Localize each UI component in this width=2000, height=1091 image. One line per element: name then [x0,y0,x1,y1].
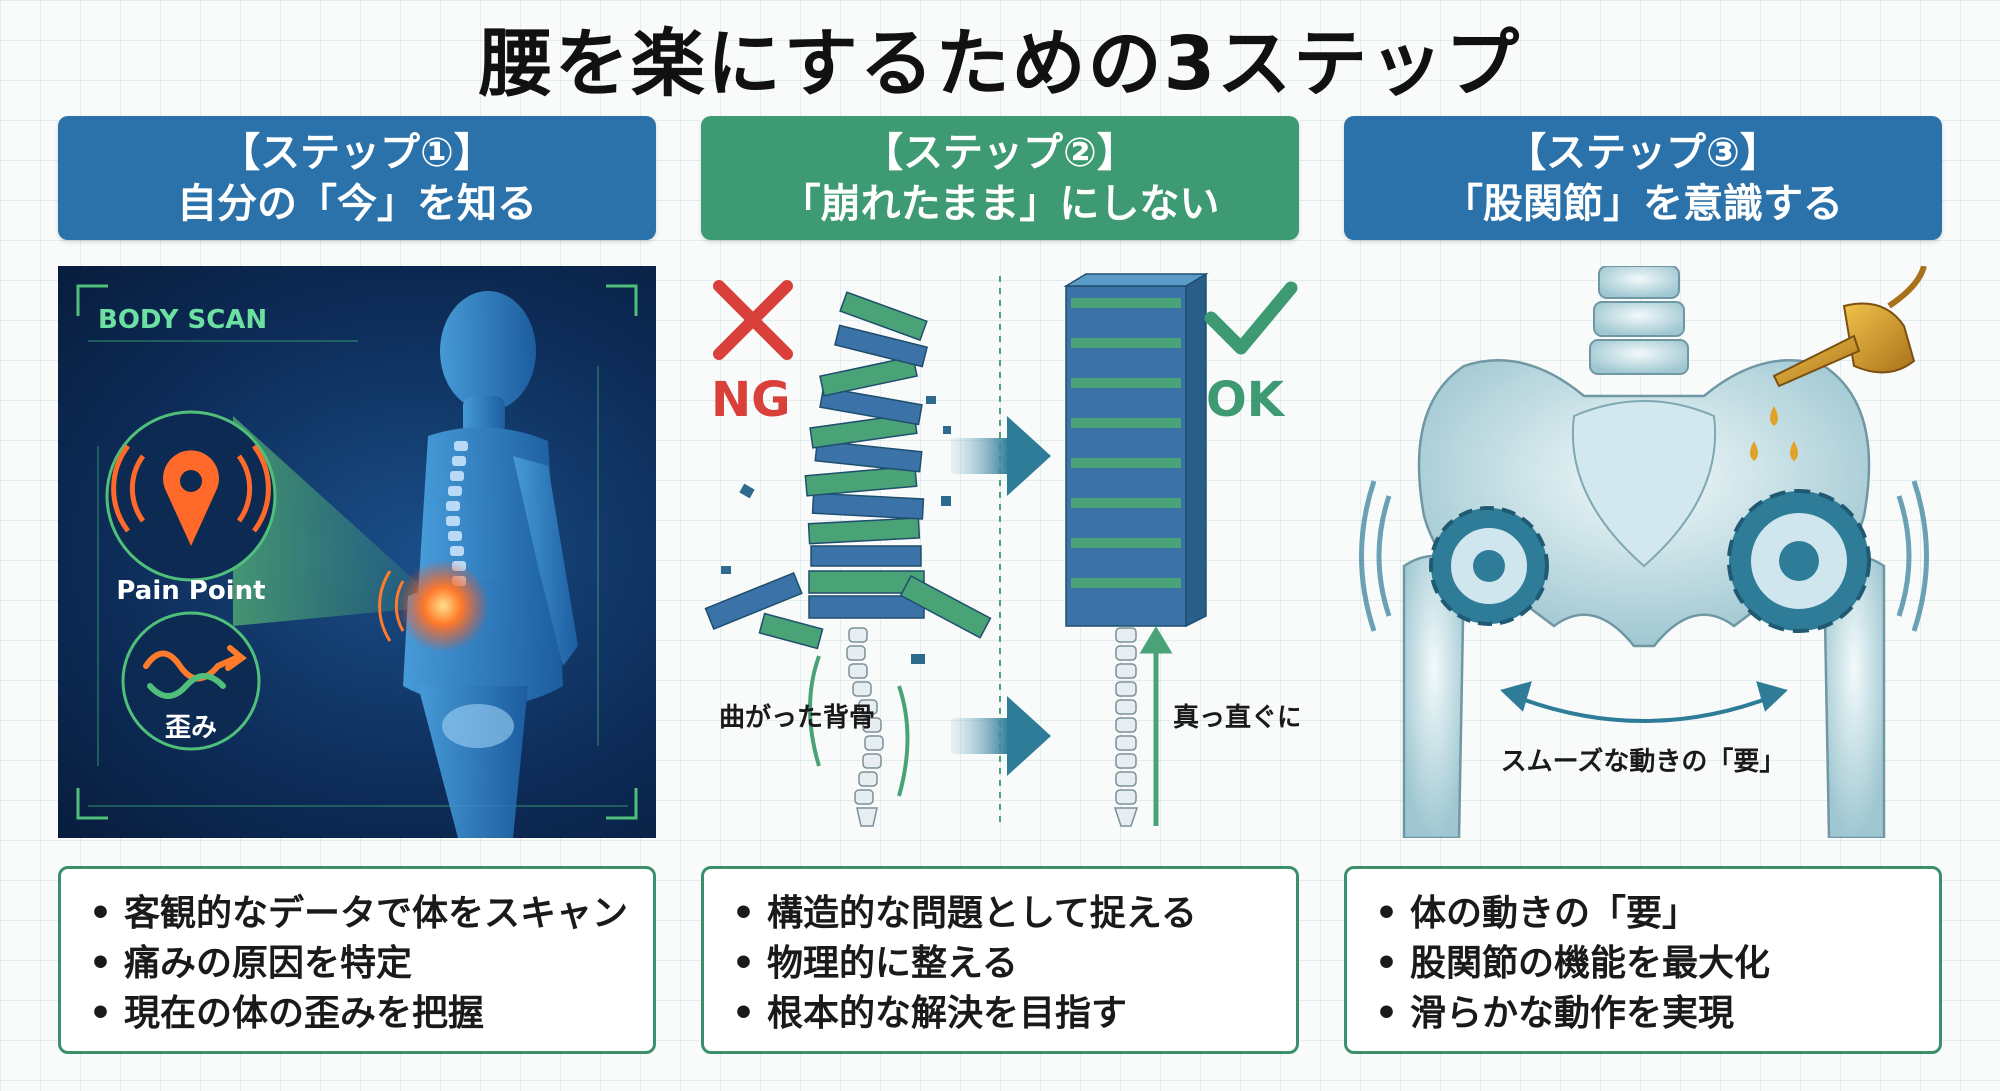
straight-spine [1113,627,1139,827]
pain-point-glow [397,560,489,652]
list-item: 体の動きの「要」 [1375,889,1939,939]
list-item: 痛みの原因を特定 [89,939,653,989]
body-scan-panel: BODY SCAN [58,266,656,838]
step-2-header: 【ステップ②】 「崩れたまま」にしない [701,116,1299,240]
body-scan-illustration: BODY SCAN [76,284,638,838]
hip-joint-panel: スムーズな動きの「要」 [1344,265,1942,840]
step-3-heading: 「股関節」を意識する [1443,181,1843,227]
step-2-bullets: 構造的な問題として捉える 物理的に整える 根本的な解決を目指す [701,866,1299,1054]
list-item: 客観的なデータで体をスキャン [89,889,653,939]
step-1-heading: 自分の「今」を知る [177,181,537,227]
bent-spine [846,627,884,827]
oil-can-icon [1750,265,1927,461]
ok-label: OK [1206,372,1286,428]
hip-joint-illustration: スムーズな動きの「要」 [1359,265,1929,840]
hip-caption: スムーズな動きの「要」 [1501,746,1786,777]
gear-icon [1727,489,1871,633]
pain-point-label: Pain Point [116,576,265,606]
bent-spine-label: 曲がった背骨 [719,702,875,733]
cross-icon [713,280,793,360]
list-item: 物理的に整える [732,939,1296,989]
step-3-label: 【ステップ③】 [1506,130,1780,176]
structure-panel: NG [701,266,1355,838]
step-3-bullets: 体の動きの「要」 股関節の機能を最大化 滑らかな動作を実現 [1344,866,1942,1054]
page-title: 腰を楽にするための3ステップ [478,21,1522,107]
structure-illustration: NG [704,272,1355,827]
gear-icon [1429,506,1549,626]
straight-spine-label: 真っ直ぐに矯正 [1173,703,1299,733]
step-1-header: 【ステップ①】 自分の「今」を知る [58,116,656,240]
step-1-label: 【ステップ①】 [220,130,494,176]
wave-arrow-icon [143,645,247,699]
step-1-bullets: 客観的なデータで体をスキャン 痛みの原因を特定 現在の体の歪みを把握 [58,866,656,1054]
list-item: 股関節の機能を最大化 [1375,939,1939,989]
body-scan-label: BODY SCAN [98,305,267,335]
arrow-right-icon [951,416,1051,496]
step-2-label: 【ステップ②】 [863,130,1137,176]
list-item: 滑らかな動作を実現 [1375,989,1939,1039]
list-item: 根本的な解決を目指す [732,989,1296,1039]
distortion-label: 歪み [165,713,217,743]
list-item: 現在の体の歪みを把握 [89,989,653,1039]
step-3-header: 【ステップ③】 「股関節」を意識する [1344,116,1942,240]
list-item: 構造的な問題として捉える [732,889,1296,939]
location-pin-icon [111,444,271,546]
check-icon [1204,281,1298,355]
ng-label: NG [711,372,791,428]
step-2-heading: 「崩れたまま」にしない [780,181,1220,227]
